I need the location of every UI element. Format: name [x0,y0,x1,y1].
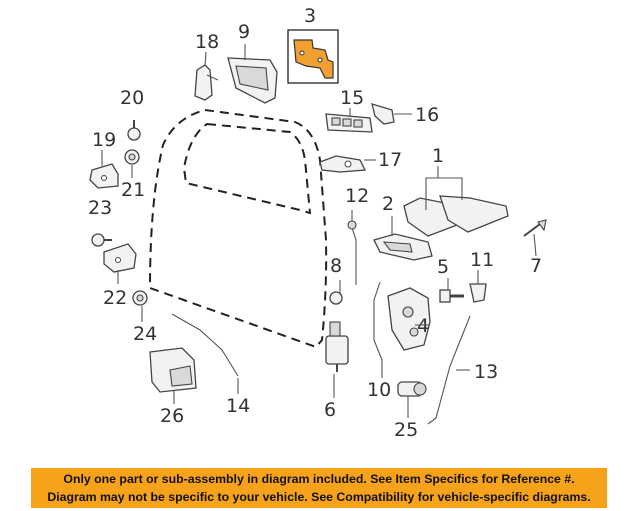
part-10-rod [373,281,383,361]
part-25-lock-cylinder [397,381,427,397]
disclaimer-line-1: Only one part or sub-assembly in diagram… [63,472,575,486]
part-26-shield [149,347,197,393]
part-16-bracket [371,103,395,125]
part-9-handle-bezel [227,57,278,104]
callout-22: 22 [103,287,127,309]
callout-23: 23 [88,197,112,219]
part-14-rod [171,313,239,377]
part-6-lock-actuator [325,321,349,372]
callout-26: 26 [160,405,184,427]
callout-9: 9 [238,21,250,43]
callout-19: 19 [92,129,116,151]
part-8-rod [329,280,343,305]
part-12-rod [347,210,357,285]
callout-8: 8 [330,255,342,277]
parts-diagram: 3 18 9 15 16 17 1 12 [88,5,547,441]
disclaimer-line-2: Diagram may not be specific to your vehi… [47,490,591,504]
part-18-bracket [194,64,219,101]
callout-3: 3 [304,5,316,27]
callout-4: 4 [417,315,429,337]
part-3-hinge [293,39,334,79]
part-4-latch-assembly [387,287,431,351]
callout-12: 12 [345,185,369,207]
part-3-highlight-box [287,29,339,84]
part-15-switch-panel [325,113,373,133]
callout-21: 21 [121,179,145,201]
part-24-washer [132,290,148,306]
callout-7: 7 [530,255,542,277]
door-shell-outline [148,108,328,349]
callout-20: 20 [120,87,144,109]
callout-14: 14 [226,395,250,417]
part-20-bolt [127,120,141,141]
part-21-washer [124,149,140,165]
part-11-fastener [469,283,487,303]
callout-2: 2 [382,193,394,215]
callout-5: 5 [437,256,449,278]
callout-18: 18 [195,31,219,53]
part-19-hinge-upper [89,163,119,189]
part-5-bolt [439,289,464,303]
callout-15: 15 [340,87,364,109]
part-7-pin [523,219,547,237]
part-1-outside-handle [403,195,509,237]
part-17-latch-rod-clip [319,155,367,173]
callout-13: 13 [474,361,498,383]
callout-25: 25 [394,419,418,441]
disclaimer-banner: Only one part or sub-assembly in diagram… [31,468,607,508]
callout-11: 11 [470,249,494,271]
callout-1: 1 [432,145,444,167]
callout-10: 10 [367,379,391,401]
part-22-hinge-lower [103,243,137,273]
part-23-bolt [91,233,112,247]
callout-17: 17 [378,149,402,171]
callout-16: 16 [415,104,439,126]
callout-6: 6 [324,399,336,421]
callout-24: 24 [133,323,157,345]
part-2-inside-handle [373,233,433,261]
part-13-rod [427,315,471,425]
